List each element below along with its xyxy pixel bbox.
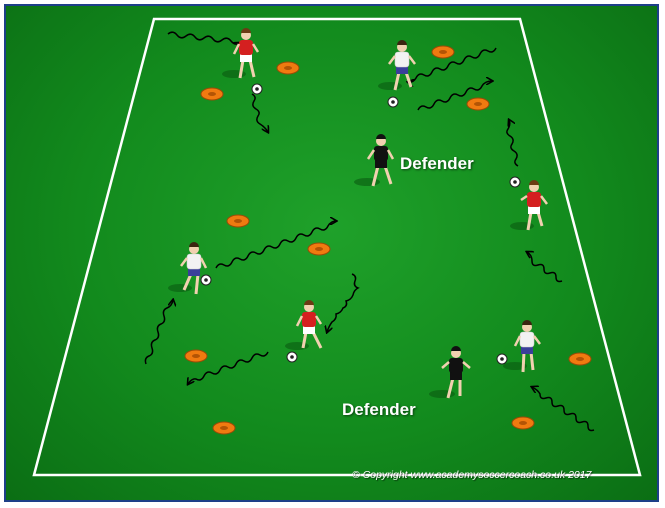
defender-player	[429, 346, 470, 398]
soccer-ball-icon	[497, 354, 507, 364]
orange-disc-cone-icon	[201, 88, 223, 100]
white-player	[503, 320, 540, 372]
wavy-dribble-arrow-icon	[252, 94, 268, 132]
defender-label-bottom: Defender	[342, 400, 416, 420]
copyright-notice: © Copyright www.academysoccercoach.co.uk…	[352, 469, 591, 481]
orange-disc-cone-icon	[213, 422, 235, 434]
red-player	[510, 180, 547, 230]
soccer-ball-icon	[510, 177, 520, 187]
red-player	[285, 300, 321, 350]
soccer-ball-icon	[388, 97, 398, 107]
white-player	[168, 242, 206, 294]
soccer-pitch-diagram	[6, 6, 657, 500]
orange-disc-cone-icon	[467, 98, 489, 110]
wavy-dribble-arrow-icon	[327, 274, 358, 332]
wavy-dribble-arrow-icon	[507, 120, 518, 166]
defender-label-top: Defender	[400, 154, 474, 174]
wavy-dribble-arrow-icon	[145, 300, 173, 364]
white-player	[378, 40, 415, 90]
red-player	[222, 28, 258, 78]
orange-disc-cone-icon	[512, 417, 534, 429]
orange-disc-cone-icon	[227, 215, 249, 227]
soccer-ball-icon	[287, 352, 297, 362]
soccer-ball-icon	[252, 84, 262, 94]
wavy-dribble-arrow-icon	[527, 252, 562, 282]
orange-disc-cone-icon	[308, 243, 330, 255]
orange-disc-cone-icon	[432, 46, 454, 58]
balls	[201, 84, 520, 364]
wavy-dribble-arrow-icon	[168, 32, 240, 44]
diagram-frame: Defender Defender © Copyright www.academ…	[4, 4, 659, 502]
soccer-ball-icon	[201, 275, 211, 285]
orange-disc-cone-icon	[185, 350, 207, 362]
pitch-boundary	[34, 19, 640, 475]
orange-disc-cone-icon	[569, 353, 591, 365]
defender-player	[354, 134, 393, 186]
wavy-dribble-arrow-icon	[532, 387, 594, 431]
orange-disc-cone-icon	[277, 62, 299, 74]
players	[168, 28, 547, 398]
